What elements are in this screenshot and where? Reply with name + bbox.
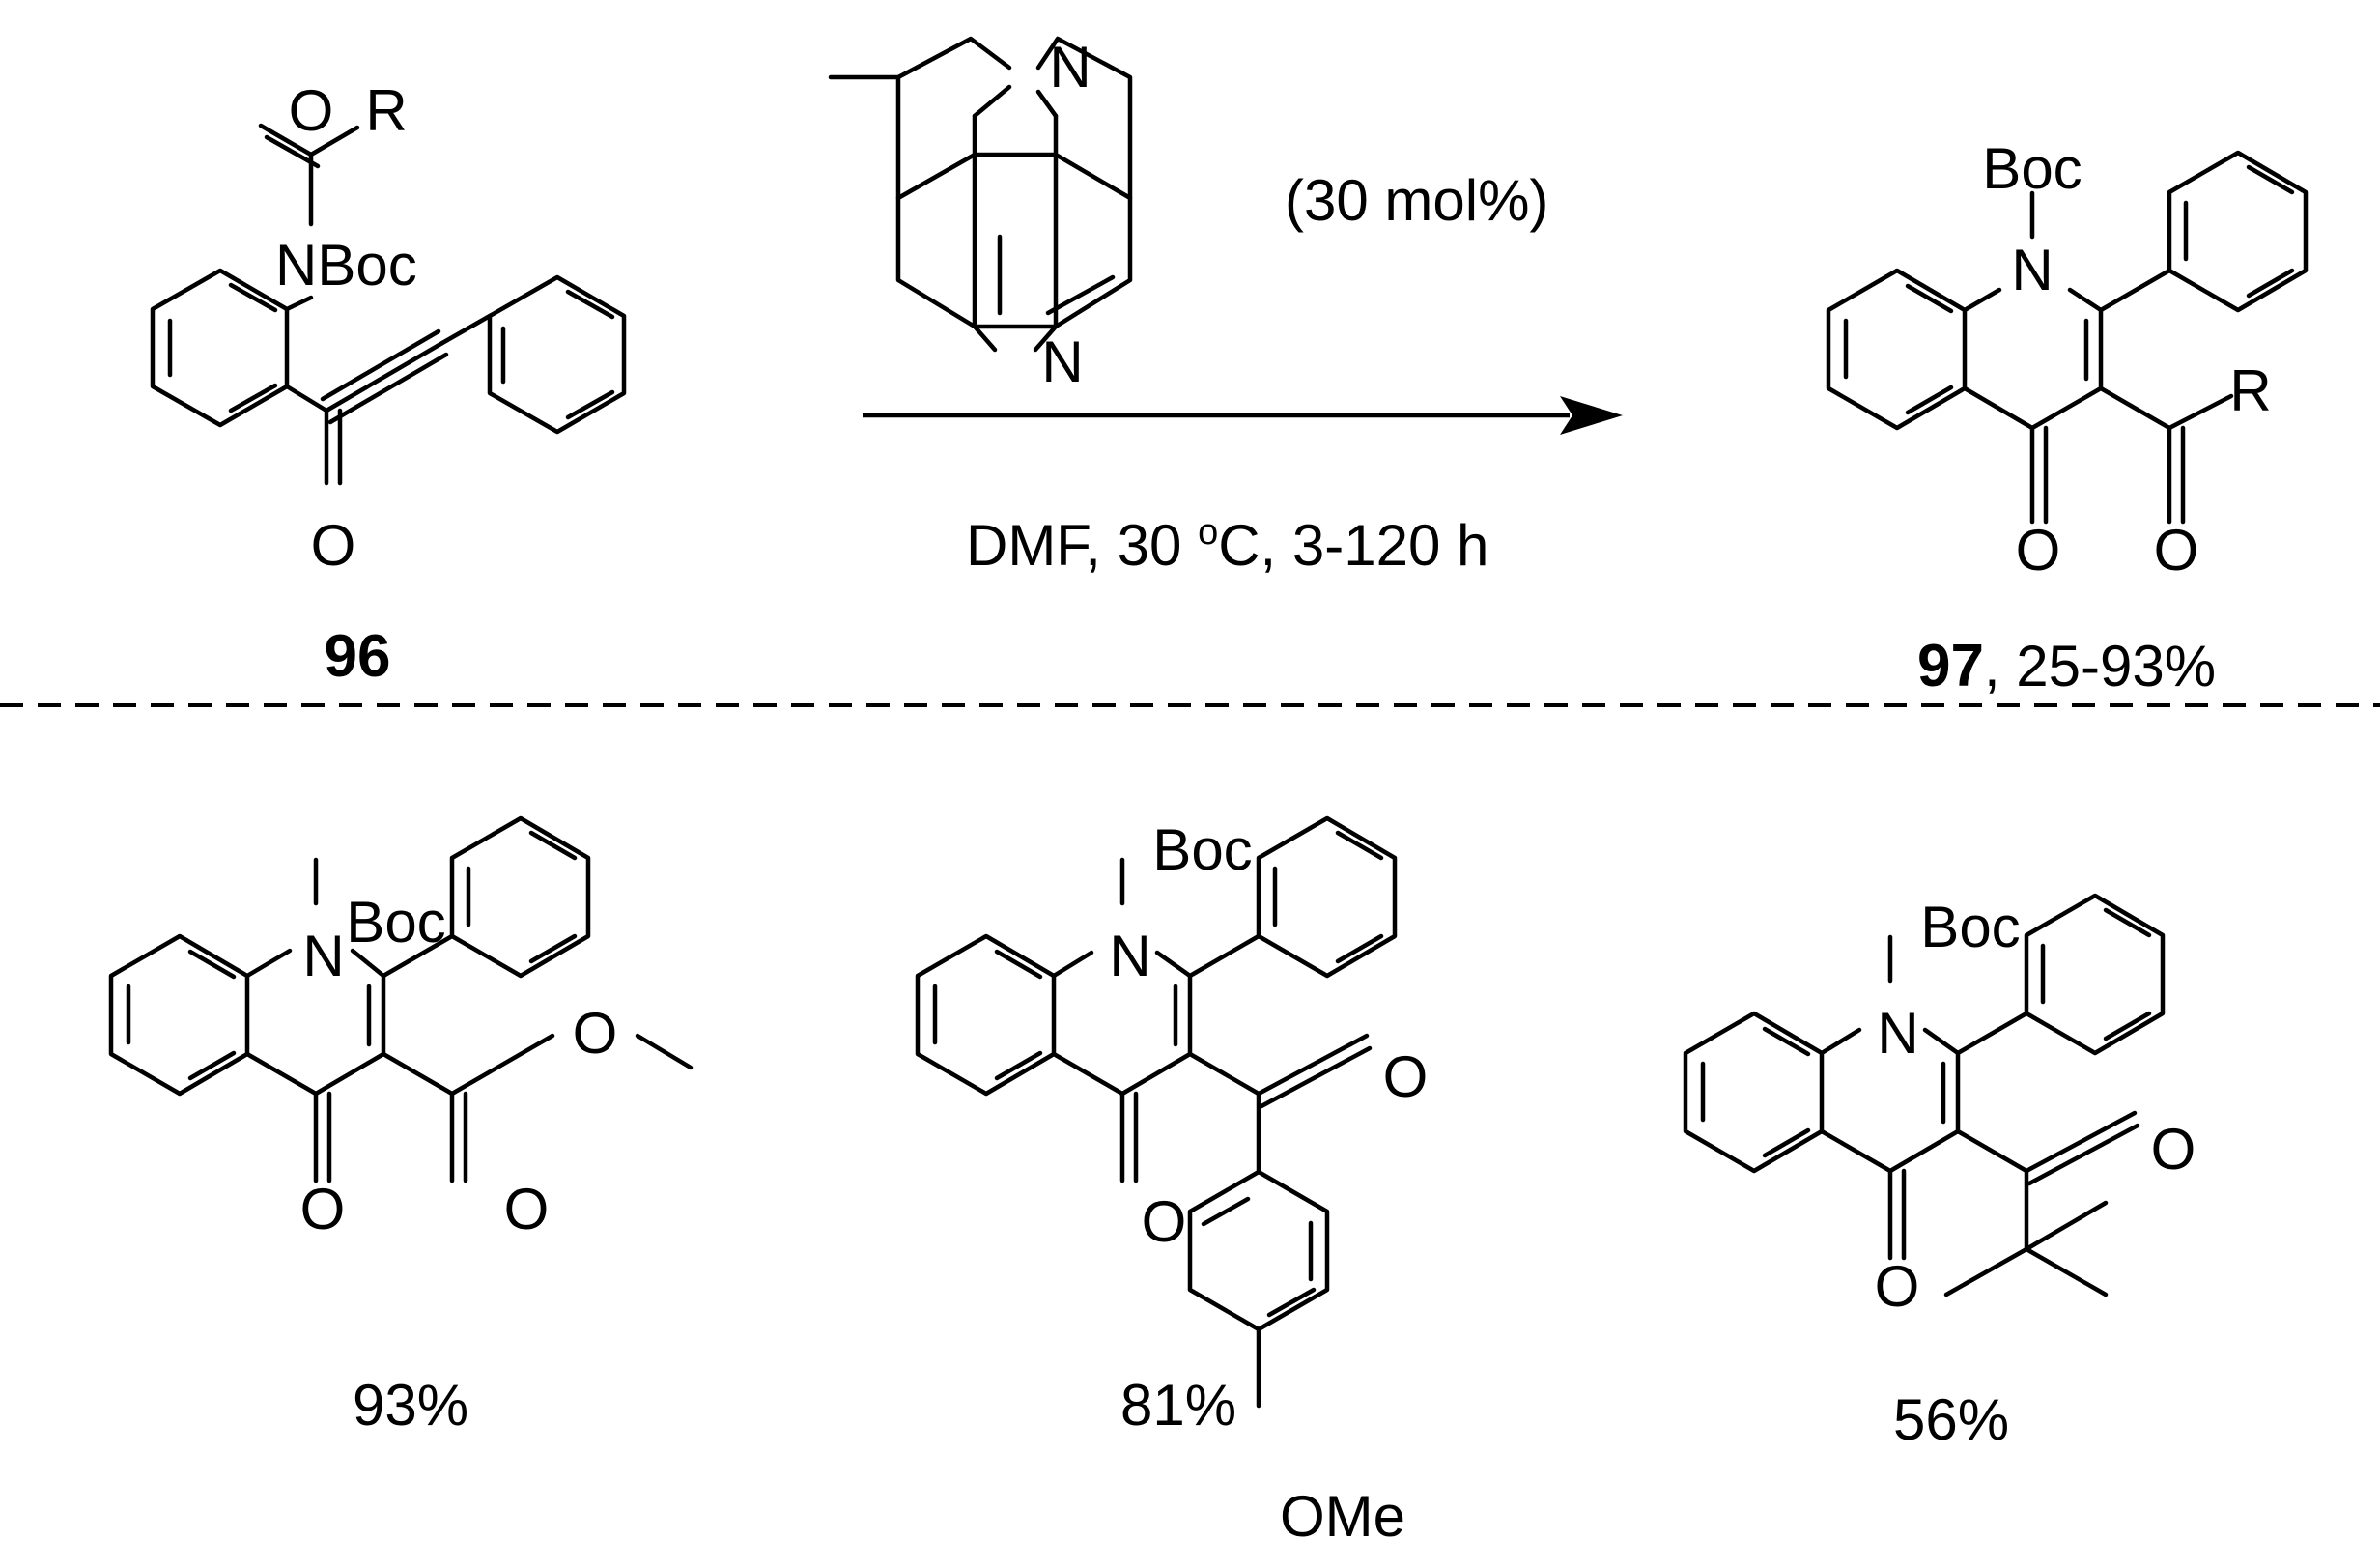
product-97-structure bbox=[1826, 150, 2309, 525]
ex3-atom-boc: Boc bbox=[1920, 895, 2020, 959]
ex1-atom-n: N bbox=[302, 924, 344, 988]
product-yield-range: , 25-93% bbox=[1984, 634, 2216, 698]
ex2-atom-boc: Boc bbox=[1152, 817, 1252, 882]
product-label: 97, 25-93% bbox=[1917, 633, 2216, 699]
catalyst-atom-n-pyridine: N bbox=[1041, 329, 1083, 394]
ex3-atom-n: N bbox=[1877, 1001, 1918, 1066]
example-3-structure bbox=[1683, 893, 2166, 1297]
atom-o-acyl: O bbox=[289, 78, 334, 143]
ex3-atom-o-ring: O bbox=[1875, 1254, 1920, 1319]
substrate-label: 96 bbox=[325, 623, 391, 690]
reaction-conditions: DMF, 30 oC, 3-120 h bbox=[966, 512, 1488, 578]
conditions-degree: o bbox=[1198, 512, 1218, 553]
conditions-suffix: C, 3-120 h bbox=[1218, 513, 1488, 578]
atom-o-ketone: O bbox=[311, 513, 356, 578]
product-id: 97 bbox=[1917, 633, 1984, 699]
ex1-atom-o-carbonyl: O bbox=[504, 1177, 550, 1241]
example-1-yield: 93% bbox=[353, 1373, 468, 1438]
ex1-atom-o-ester: O bbox=[573, 1001, 618, 1066]
ex1-atom-o-ring: O bbox=[300, 1177, 346, 1241]
product-atom-boc: Boc bbox=[1982, 136, 2082, 201]
example-3-yield: 56% bbox=[1893, 1387, 2009, 1452]
atom-r-acyl: R bbox=[365, 78, 407, 143]
ex2-atom-o-carbonyl: O bbox=[1383, 1044, 1429, 1109]
catalyst-structure bbox=[828, 36, 1133, 353]
ex2-atom-n: N bbox=[1109, 924, 1150, 988]
example-2-structure bbox=[915, 815, 1398, 1409]
atom-nboc: NBoc bbox=[275, 233, 417, 298]
ex1-atom-boc: Boc bbox=[346, 890, 445, 955]
catalyst-loading: (30 mol%) bbox=[1285, 168, 1548, 233]
ex2-atom-ome: OMe bbox=[1280, 1484, 1405, 1549]
ex3-atom-o-carbonyl: O bbox=[2151, 1117, 2196, 1182]
ex2-atom-o-ring: O bbox=[1142, 1189, 1187, 1254]
substrate-96-structure bbox=[150, 123, 627, 486]
product-atom-o-acyl: O bbox=[2154, 518, 2199, 583]
example-1-structure bbox=[108, 815, 694, 1183]
product-atom-r: R bbox=[2229, 358, 2271, 423]
reaction-arrow bbox=[863, 396, 1623, 435]
product-atom-o-ring: O bbox=[2016, 518, 2061, 583]
conditions-prefix: DMF, 30 bbox=[966, 513, 1198, 578]
product-atom-n: N bbox=[2011, 238, 2053, 302]
catalyst-atom-n-amine: N bbox=[1049, 35, 1091, 100]
example-2-yield: 81% bbox=[1120, 1373, 1236, 1438]
